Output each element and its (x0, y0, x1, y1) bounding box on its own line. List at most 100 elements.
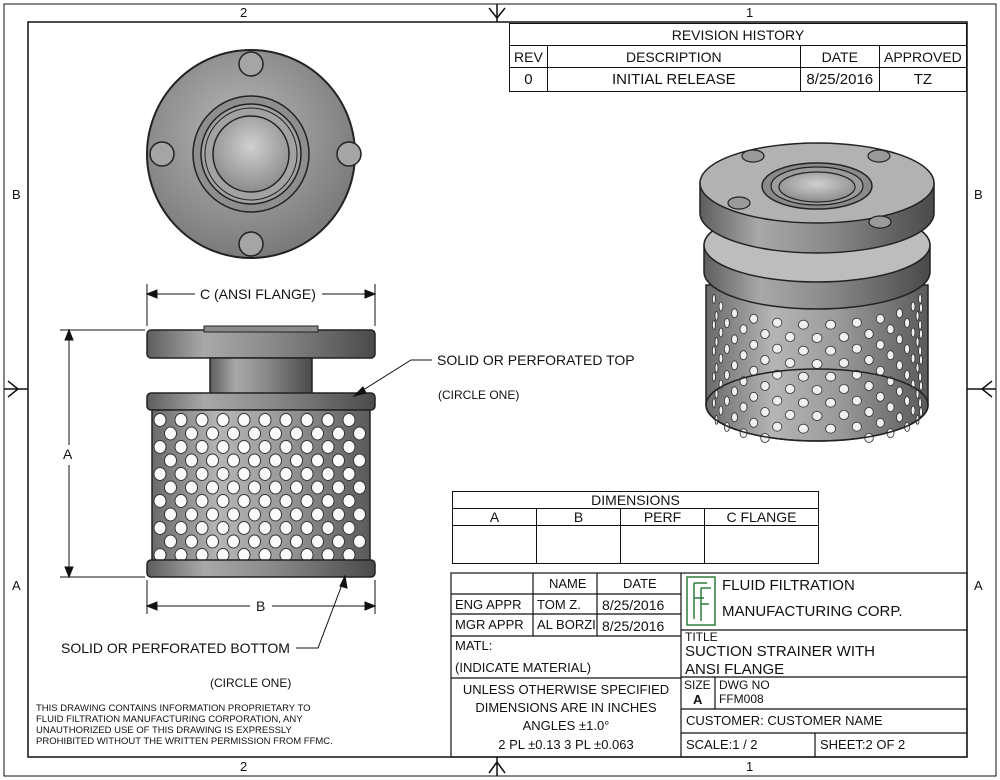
perforation-hole (185, 426, 198, 441)
perforation-hole (798, 397, 809, 408)
perforation-hole (227, 534, 240, 549)
perforation-hole (918, 345, 922, 356)
perforation-hole (864, 329, 874, 339)
center-marker-bottom (488, 757, 506, 776)
approvals-name-header: NAME (549, 576, 587, 591)
perforation-hole (300, 440, 314, 454)
dimensions-title: DIMENSIONS (452, 491, 819, 509)
bottom-callout-label: SOLID OR PERFORATED BOTTOM (61, 640, 290, 656)
perforation-hole (731, 412, 738, 423)
perforation-hole (825, 319, 836, 330)
perforation-hole (279, 494, 293, 508)
perforation-hole (195, 494, 209, 508)
perforation-hole (269, 507, 282, 522)
center-marker-top (488, 4, 506, 22)
perforation-hole (269, 453, 282, 468)
perforation-hole (772, 317, 783, 328)
dwg-no-value: FFM008 (719, 692, 764, 706)
perforation-hole (896, 360, 903, 371)
perforation-hole (258, 494, 272, 508)
perforation-hole (724, 344, 730, 354)
perforation-hole (918, 397, 922, 408)
perforation-hole (206, 534, 219, 549)
perforation-hole (153, 440, 167, 454)
perforation-hole (269, 480, 282, 495)
proprietary-line: UNAUTHORIZED USE OF THIS DRAWING IS EXPR… (36, 725, 292, 736)
perforation-hole (353, 480, 366, 495)
perforation-hole (875, 417, 885, 428)
proprietary-line: THIS DRAWING CONTAINS INFORMATION PROPRI… (36, 703, 311, 714)
perforation-hole (342, 494, 356, 508)
perforation-hole (332, 507, 345, 522)
perforation-hole (258, 413, 272, 427)
perforation-hole (864, 355, 874, 365)
leader-top (352, 359, 432, 397)
perforation-hole (875, 313, 885, 324)
date-cell: 8/25/2016 (799, 67, 880, 92)
perforation-hole (174, 521, 188, 535)
eng-appr-role: ENG APPR (455, 597, 522, 612)
perforation-hole (749, 417, 759, 428)
perforation-hole (904, 396, 910, 406)
perforation-hole (772, 343, 783, 354)
description-cell: INITIAL RELEASE (546, 67, 801, 92)
tolerance-places: 2 PL ±0.13 3 PL ±0.063 (498, 737, 634, 752)
perforation-hole (206, 507, 219, 522)
perforation-hole (153, 521, 167, 535)
perforation-hole (739, 402, 748, 413)
perforation-hole (825, 371, 836, 382)
perforation-hole (739, 324, 748, 335)
perforation-hole (311, 453, 324, 468)
rev-cell: 0 (509, 67, 548, 92)
perforation-hole (851, 369, 862, 380)
perforation-hole (185, 453, 198, 468)
zone-label-top-left: 2 (240, 5, 248, 20)
approved-header: APPROVED (878, 45, 968, 68)
front-view (146, 325, 376, 578)
perforation-hole (811, 333, 823, 343)
perforation-hole (290, 507, 303, 522)
perforation-hole (279, 521, 293, 535)
dimension-c-label: C (ANSI FLANGE) (200, 286, 316, 302)
dimensions-value-perf[interactable] (620, 525, 705, 564)
perforation-hole (919, 329, 923, 339)
approved-cell: TZ (878, 67, 968, 92)
perforation-hole (772, 421, 783, 432)
dimensions-value-c-flange[interactable] (704, 525, 819, 564)
sheet-number: SHEET:2 OF 2 (820, 737, 906, 752)
perforation-hole (216, 521, 230, 535)
perforation-hole (258, 467, 272, 481)
perforation-hole (248, 480, 261, 495)
perforation-hole (739, 350, 748, 361)
perforation-hole (896, 334, 903, 345)
perforation-hole (731, 386, 738, 397)
perforation-hole (749, 391, 759, 402)
revision-history-title: REVISION HISTORY (509, 23, 967, 46)
perforation-hole (300, 413, 314, 427)
perforation-hole (195, 467, 209, 481)
dimensions-value-b[interactable] (536, 525, 621, 564)
center-marker-right (967, 380, 996, 398)
company-name-line-2: MANUFACTURING CORP. (722, 603, 903, 620)
perforation-hole (718, 353, 724, 364)
perforation-hole (227, 480, 240, 495)
perforation-hole (838, 332, 850, 342)
dwg-no-label: DWG NO (719, 678, 770, 692)
perforation-hole (718, 405, 724, 416)
perforation-hole (237, 413, 251, 427)
perforation-hole (321, 494, 335, 508)
perforation-hole (206, 426, 219, 441)
center-marker-left (4, 380, 28, 398)
perforation-hole (712, 345, 716, 356)
proprietary-notice: THIS DRAWING CONTAINS INFORMATION PROPRI… (36, 703, 333, 747)
perforation-hole (864, 407, 874, 417)
perforation-hole (174, 467, 188, 481)
perforation-hole (279, 413, 293, 427)
perforation-hole (185, 534, 198, 549)
perforation-hole (321, 413, 335, 427)
perforation-hole (227, 453, 240, 468)
dimensions-value-a[interactable] (452, 525, 537, 564)
perforation-hole (731, 334, 738, 345)
dimensions-header-perf: PERF (620, 508, 705, 526)
